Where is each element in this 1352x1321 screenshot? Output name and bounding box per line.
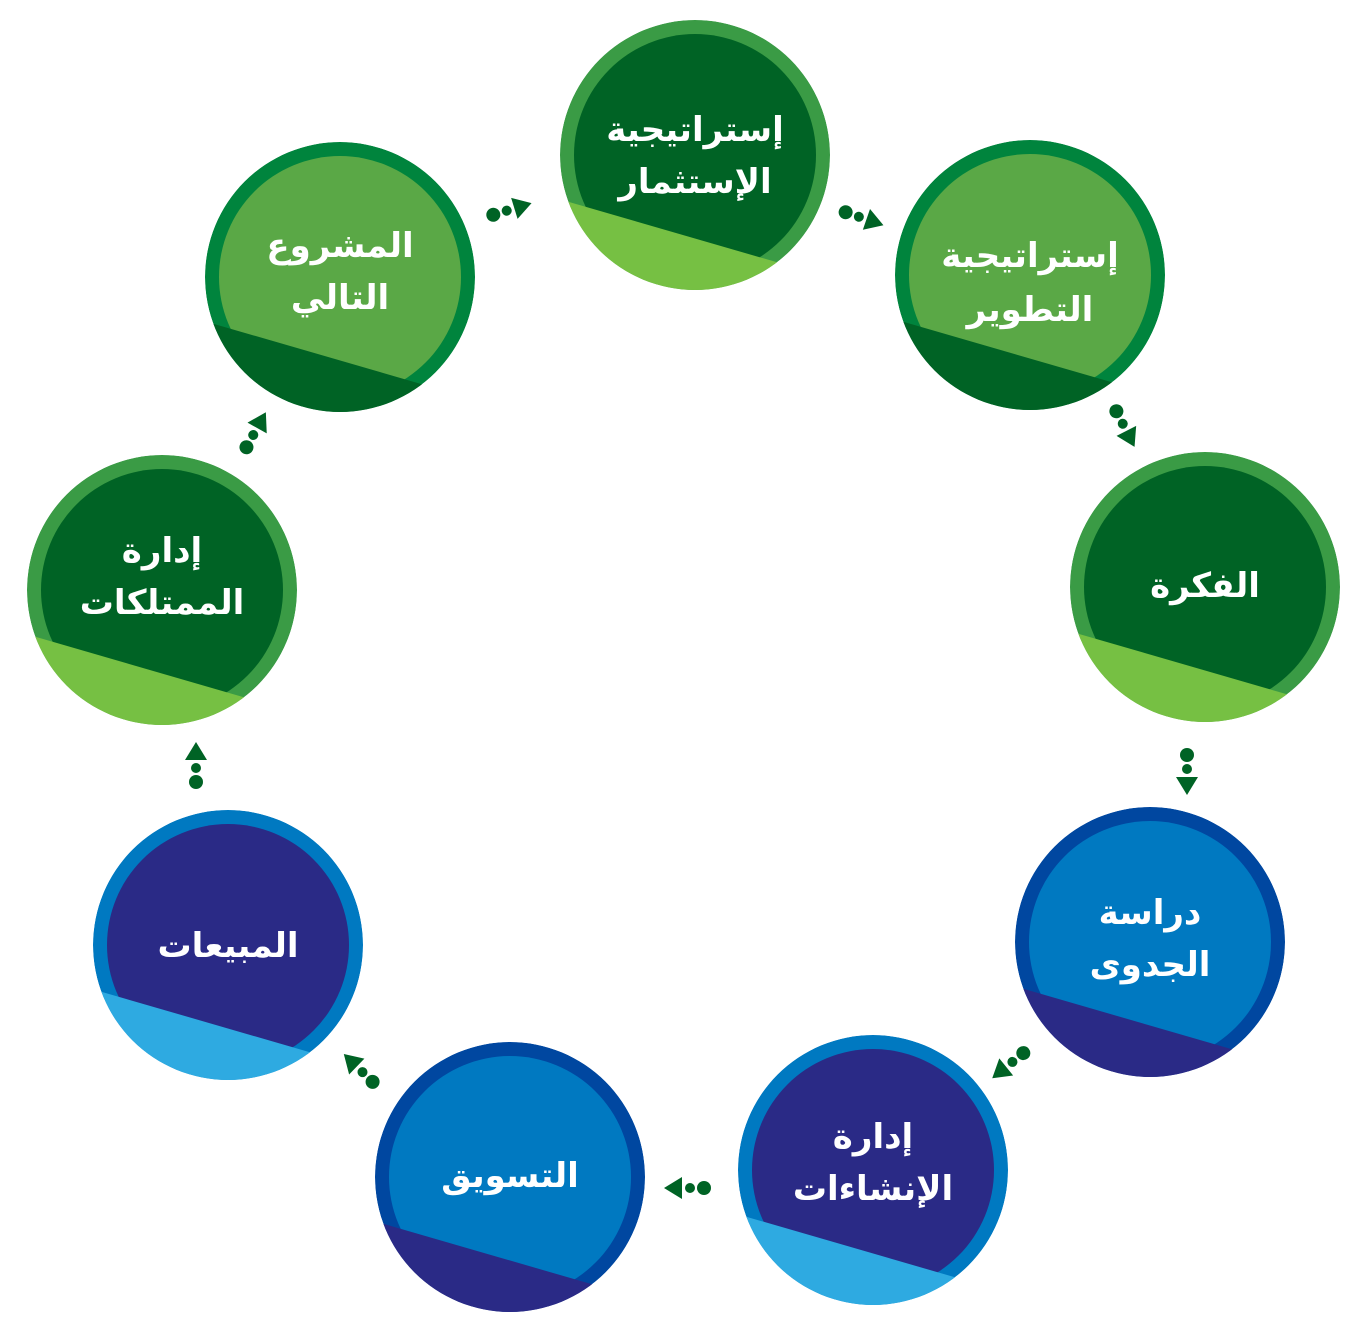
arrow-icon xyxy=(1103,400,1145,452)
node-label-line: إستراتيجية xyxy=(606,110,783,150)
node-marketing: التسويق xyxy=(375,1042,645,1312)
arrow-icon xyxy=(1176,748,1198,795)
node-sales: المبيعات xyxy=(93,810,363,1080)
node-label-line: الممتلكات xyxy=(80,583,244,623)
node-label-line: التسويق xyxy=(441,1156,579,1196)
node-idea: الفكرة xyxy=(1070,452,1340,722)
node-label-line: إدارة xyxy=(833,1117,913,1157)
node-feasibility-study: دراسة الجدوى xyxy=(1015,807,1285,1077)
arrow-icon xyxy=(185,742,207,789)
node-label-line: التالي xyxy=(291,278,389,318)
node-next-project: المشروع التالي xyxy=(205,142,475,412)
node-label-line: إدارة xyxy=(122,531,202,571)
arrow-icon xyxy=(233,406,276,459)
node-label-line: الفكرة xyxy=(1150,566,1260,606)
node-label-line: الإستثمار xyxy=(616,162,771,202)
node-label-line: المشروع xyxy=(266,226,413,266)
node-label-line: إستراتيجية xyxy=(941,236,1118,276)
arrow-icon xyxy=(483,192,535,228)
node-label-line: التطوير xyxy=(965,290,1094,330)
arrow-icon xyxy=(835,199,888,236)
node-label-line: الجدوى xyxy=(1090,945,1211,985)
node-label-line: المبيعات xyxy=(157,926,298,966)
arrow-icon xyxy=(985,1040,1036,1087)
node-label-line: الإنشاءات xyxy=(793,1169,953,1209)
arrow-icon xyxy=(664,1177,711,1199)
node-property-management: إدارة الممتلكات xyxy=(27,455,297,725)
node-investment-strategy: إستراتيجية الإستثمار xyxy=(560,20,830,290)
node-label-line: دراسة xyxy=(1099,893,1202,933)
node-development-strategy: إستراتيجية التطوير xyxy=(895,140,1165,410)
arrow-icon xyxy=(336,1046,386,1095)
node-construction-management: إدارة الإنشاءات xyxy=(738,1035,1008,1305)
